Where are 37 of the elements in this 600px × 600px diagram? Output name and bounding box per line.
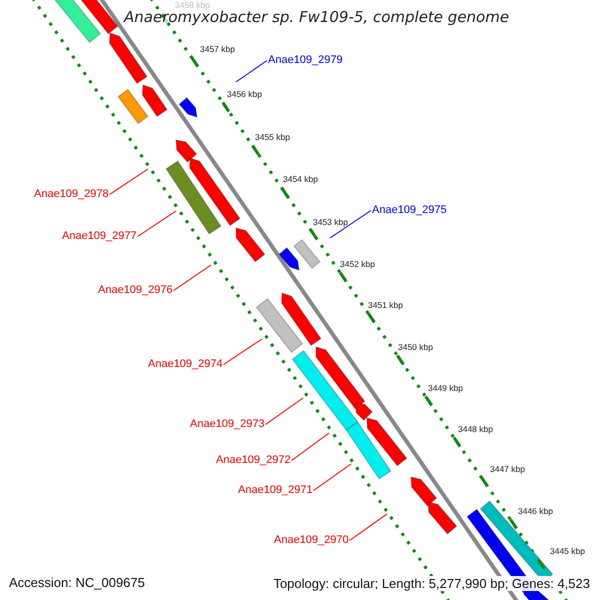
gene-label: Anae109_2979 (268, 55, 343, 66)
tick-label: 3449 kbp (428, 384, 463, 392)
tick-label: 3456 kbp (227, 90, 262, 98)
leader-line (173, 264, 212, 291)
leader-line (236, 60, 268, 82)
leader-line (109, 168, 148, 195)
gene-label: Anae109_2971 (238, 485, 313, 496)
diagram-title: Anaeromyxobacter sp. Fw109-5, complete genome (124, 10, 510, 25)
tick-label: 3452 kbp (340, 260, 375, 268)
leader-line (349, 514, 388, 541)
tick-label: 3451 kbp (368, 301, 403, 310)
leader-line (265, 398, 304, 425)
gene-label: Anae109_2972 (216, 455, 291, 466)
leader-line (291, 432, 330, 461)
tick-label: 3455 kbp (255, 133, 290, 142)
gene-label: Anae109_2977 (62, 231, 137, 242)
tick-label: 3448 kbp (458, 425, 493, 434)
accession-text: Accession: NC_009675 (9, 576, 145, 589)
gene-label: Anae109_2975 (372, 205, 447, 216)
tick-label: 3445 kbp (550, 547, 585, 556)
leader-line (330, 210, 372, 238)
tick-label: 3447 kbp (490, 465, 525, 474)
gene-label: Anae109_2973 (190, 419, 265, 430)
tick-label: 3446 kbp (518, 507, 553, 516)
tick-label: 3458 kbp (175, 1, 210, 10)
leader-line (137, 210, 176, 237)
tick-label: 3450 kbp (398, 343, 433, 352)
gene-label: Anae109_2974 (148, 359, 223, 370)
gene-label: Anae109_2976 (98, 285, 173, 296)
leader-line (313, 464, 352, 491)
tick-label: 3453 kbp (313, 218, 348, 226)
tick-label: 3457 kbp (200, 45, 235, 54)
genome-info-text: Topology: circular; Length: 5,277,990 bp; Genes: 4,523 (273, 576, 590, 591)
gene-label: Anae109_2970 (274, 535, 349, 546)
tick-label: 3454 kbp (283, 175, 318, 184)
leader-line (223, 338, 262, 365)
gene-label: Anae109_2978 (34, 189, 109, 200)
